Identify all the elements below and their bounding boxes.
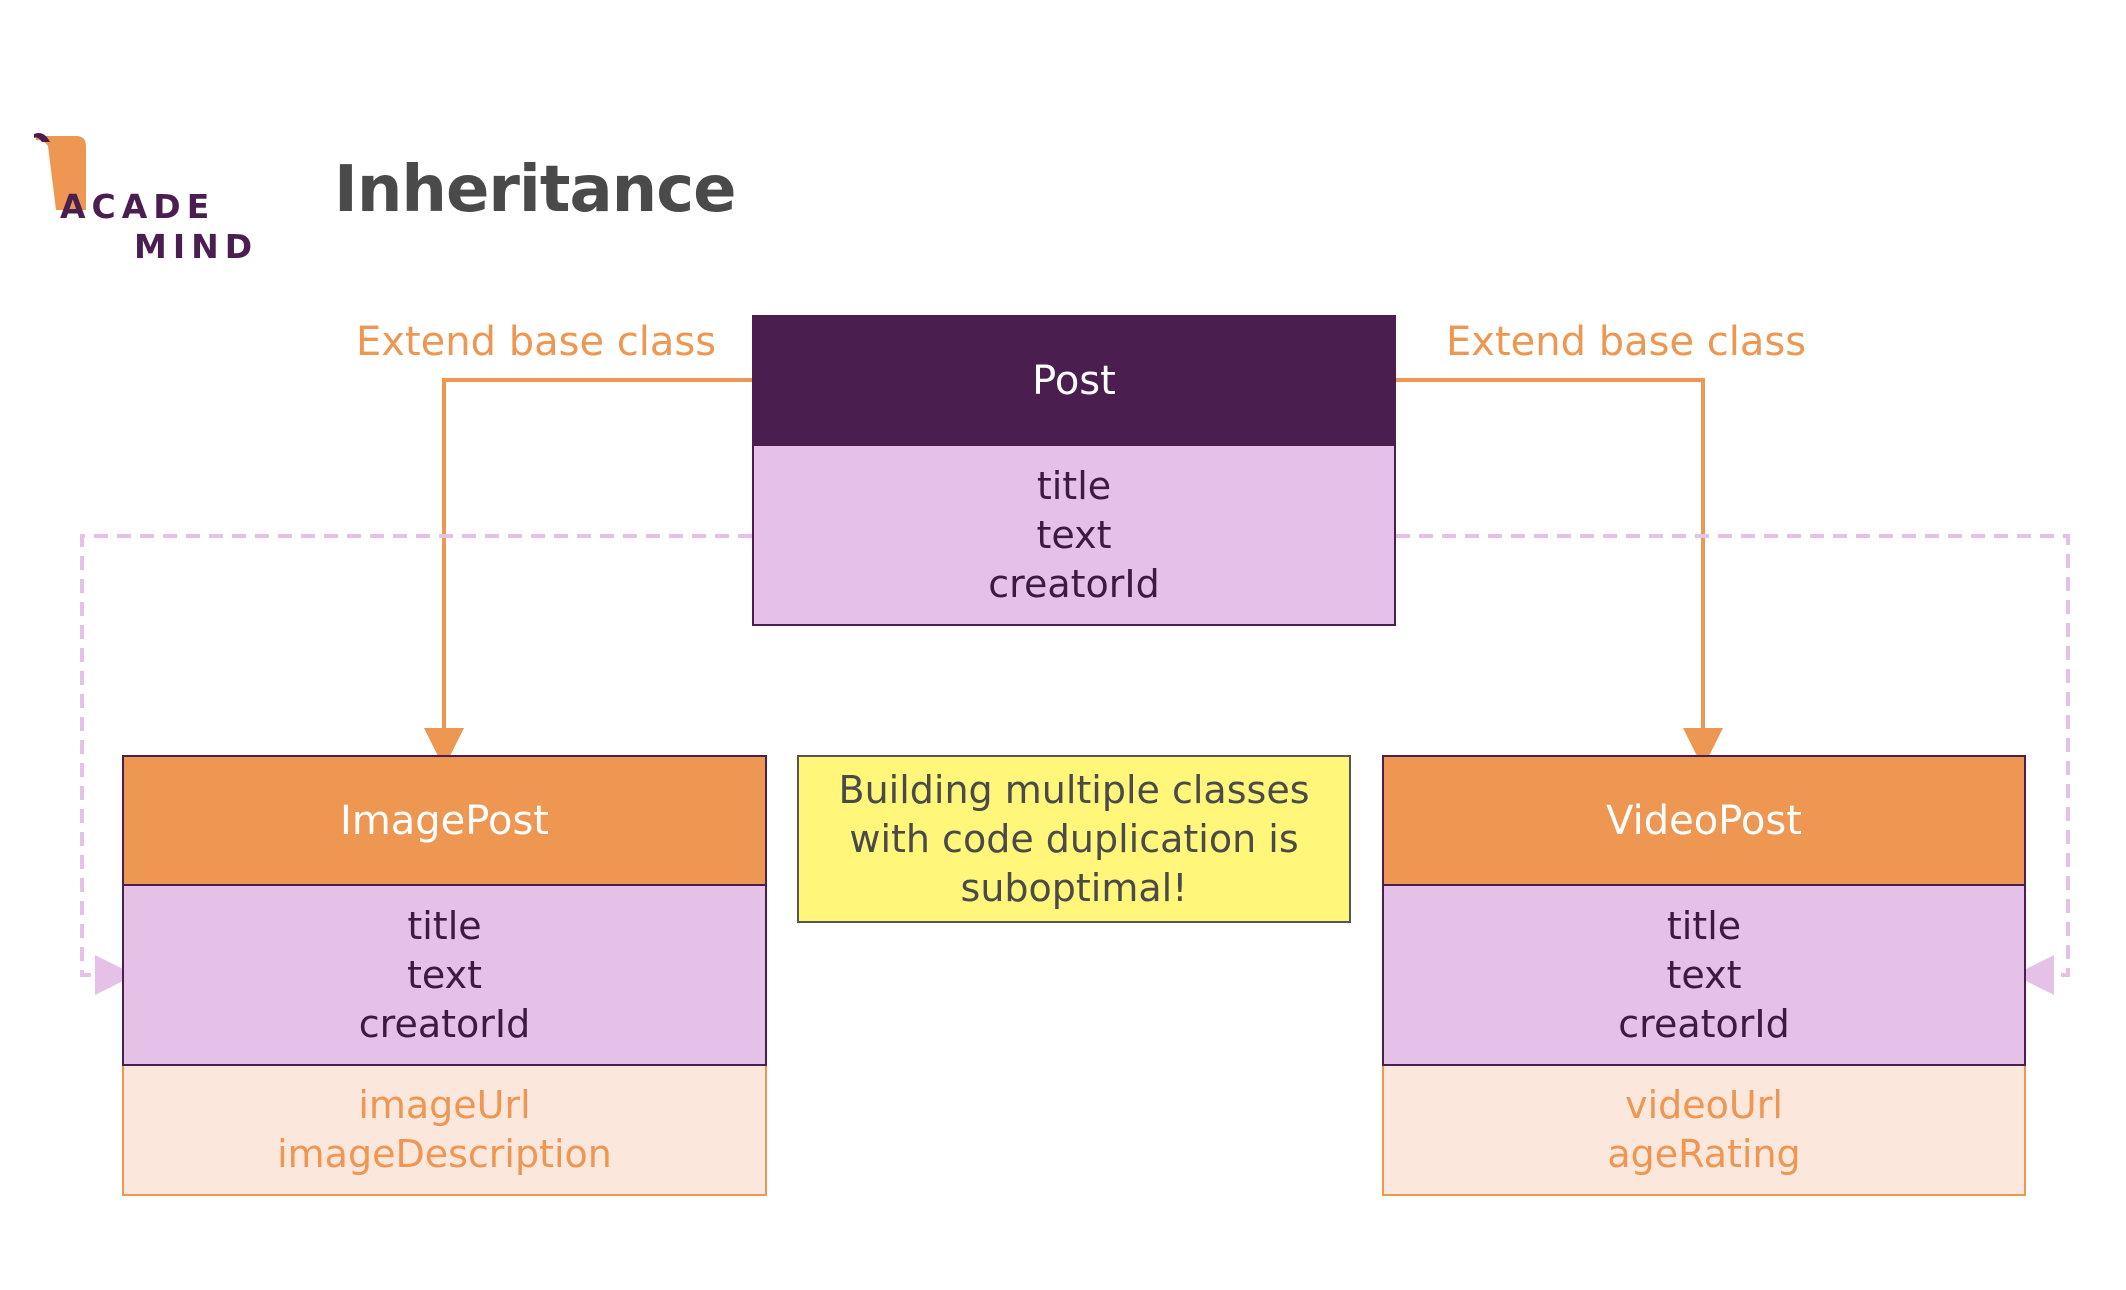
post-class-header: Post [752,315,1396,446]
post-class-fields: title text creatorId [752,446,1396,626]
extend-label-right: Extend base class [1446,319,1807,365]
videopost-class-header: VideoPost [1382,755,2026,886]
duplication-arrow-right [1396,534,2070,995]
field-title: title [1666,903,1742,948]
academind-logo [34,133,86,210]
extend-label-left: Extend base class [356,319,717,365]
videopost-class-name: VideoPost [1606,797,1802,844]
videopost-own-fields: videoUrl ageRating [1382,1066,2026,1196]
imagepost-own-fields: imageUrl imageDescription [122,1066,767,1196]
extend-arrow-right [1396,378,1723,768]
field-text: text [1036,512,1112,557]
extend-arrow-left [424,378,752,768]
videopost-inherited-fields: title text creatorId [1382,886,2026,1066]
field-text: text [407,952,482,997]
page-title: Inheritance [334,153,737,227]
imagepost-inherited-fields: title text creatorId [122,886,767,1066]
field-creatorid: creatorId [988,561,1160,606]
field-videourl: videoUrl [1625,1083,1783,1127]
post-class-name: Post [1032,357,1116,404]
note-text: Building multiple classes with code dupl… [838,767,1310,910]
logo-text-line2: MIND [134,227,259,266]
logo-text-line1: ACADE [60,187,216,226]
duplication-arrow-left [80,534,752,995]
field-imagedescription: imageDescription [277,1132,612,1176]
field-agerating: ageRating [1607,1132,1801,1176]
field-title: title [407,903,482,948]
imagepost-class-header: ImagePost [122,755,767,886]
field-title: title [1036,463,1112,508]
field-creatorid: creatorId [358,1001,531,1046]
field-creatorid: creatorId [1618,1001,1790,1046]
field-text: text [1666,952,1742,997]
field-imageurl: imageUrl [358,1083,531,1127]
duplication-note: Building multiple classes with code dupl… [797,755,1351,923]
imagepost-class-name: ImagePost [340,797,549,844]
